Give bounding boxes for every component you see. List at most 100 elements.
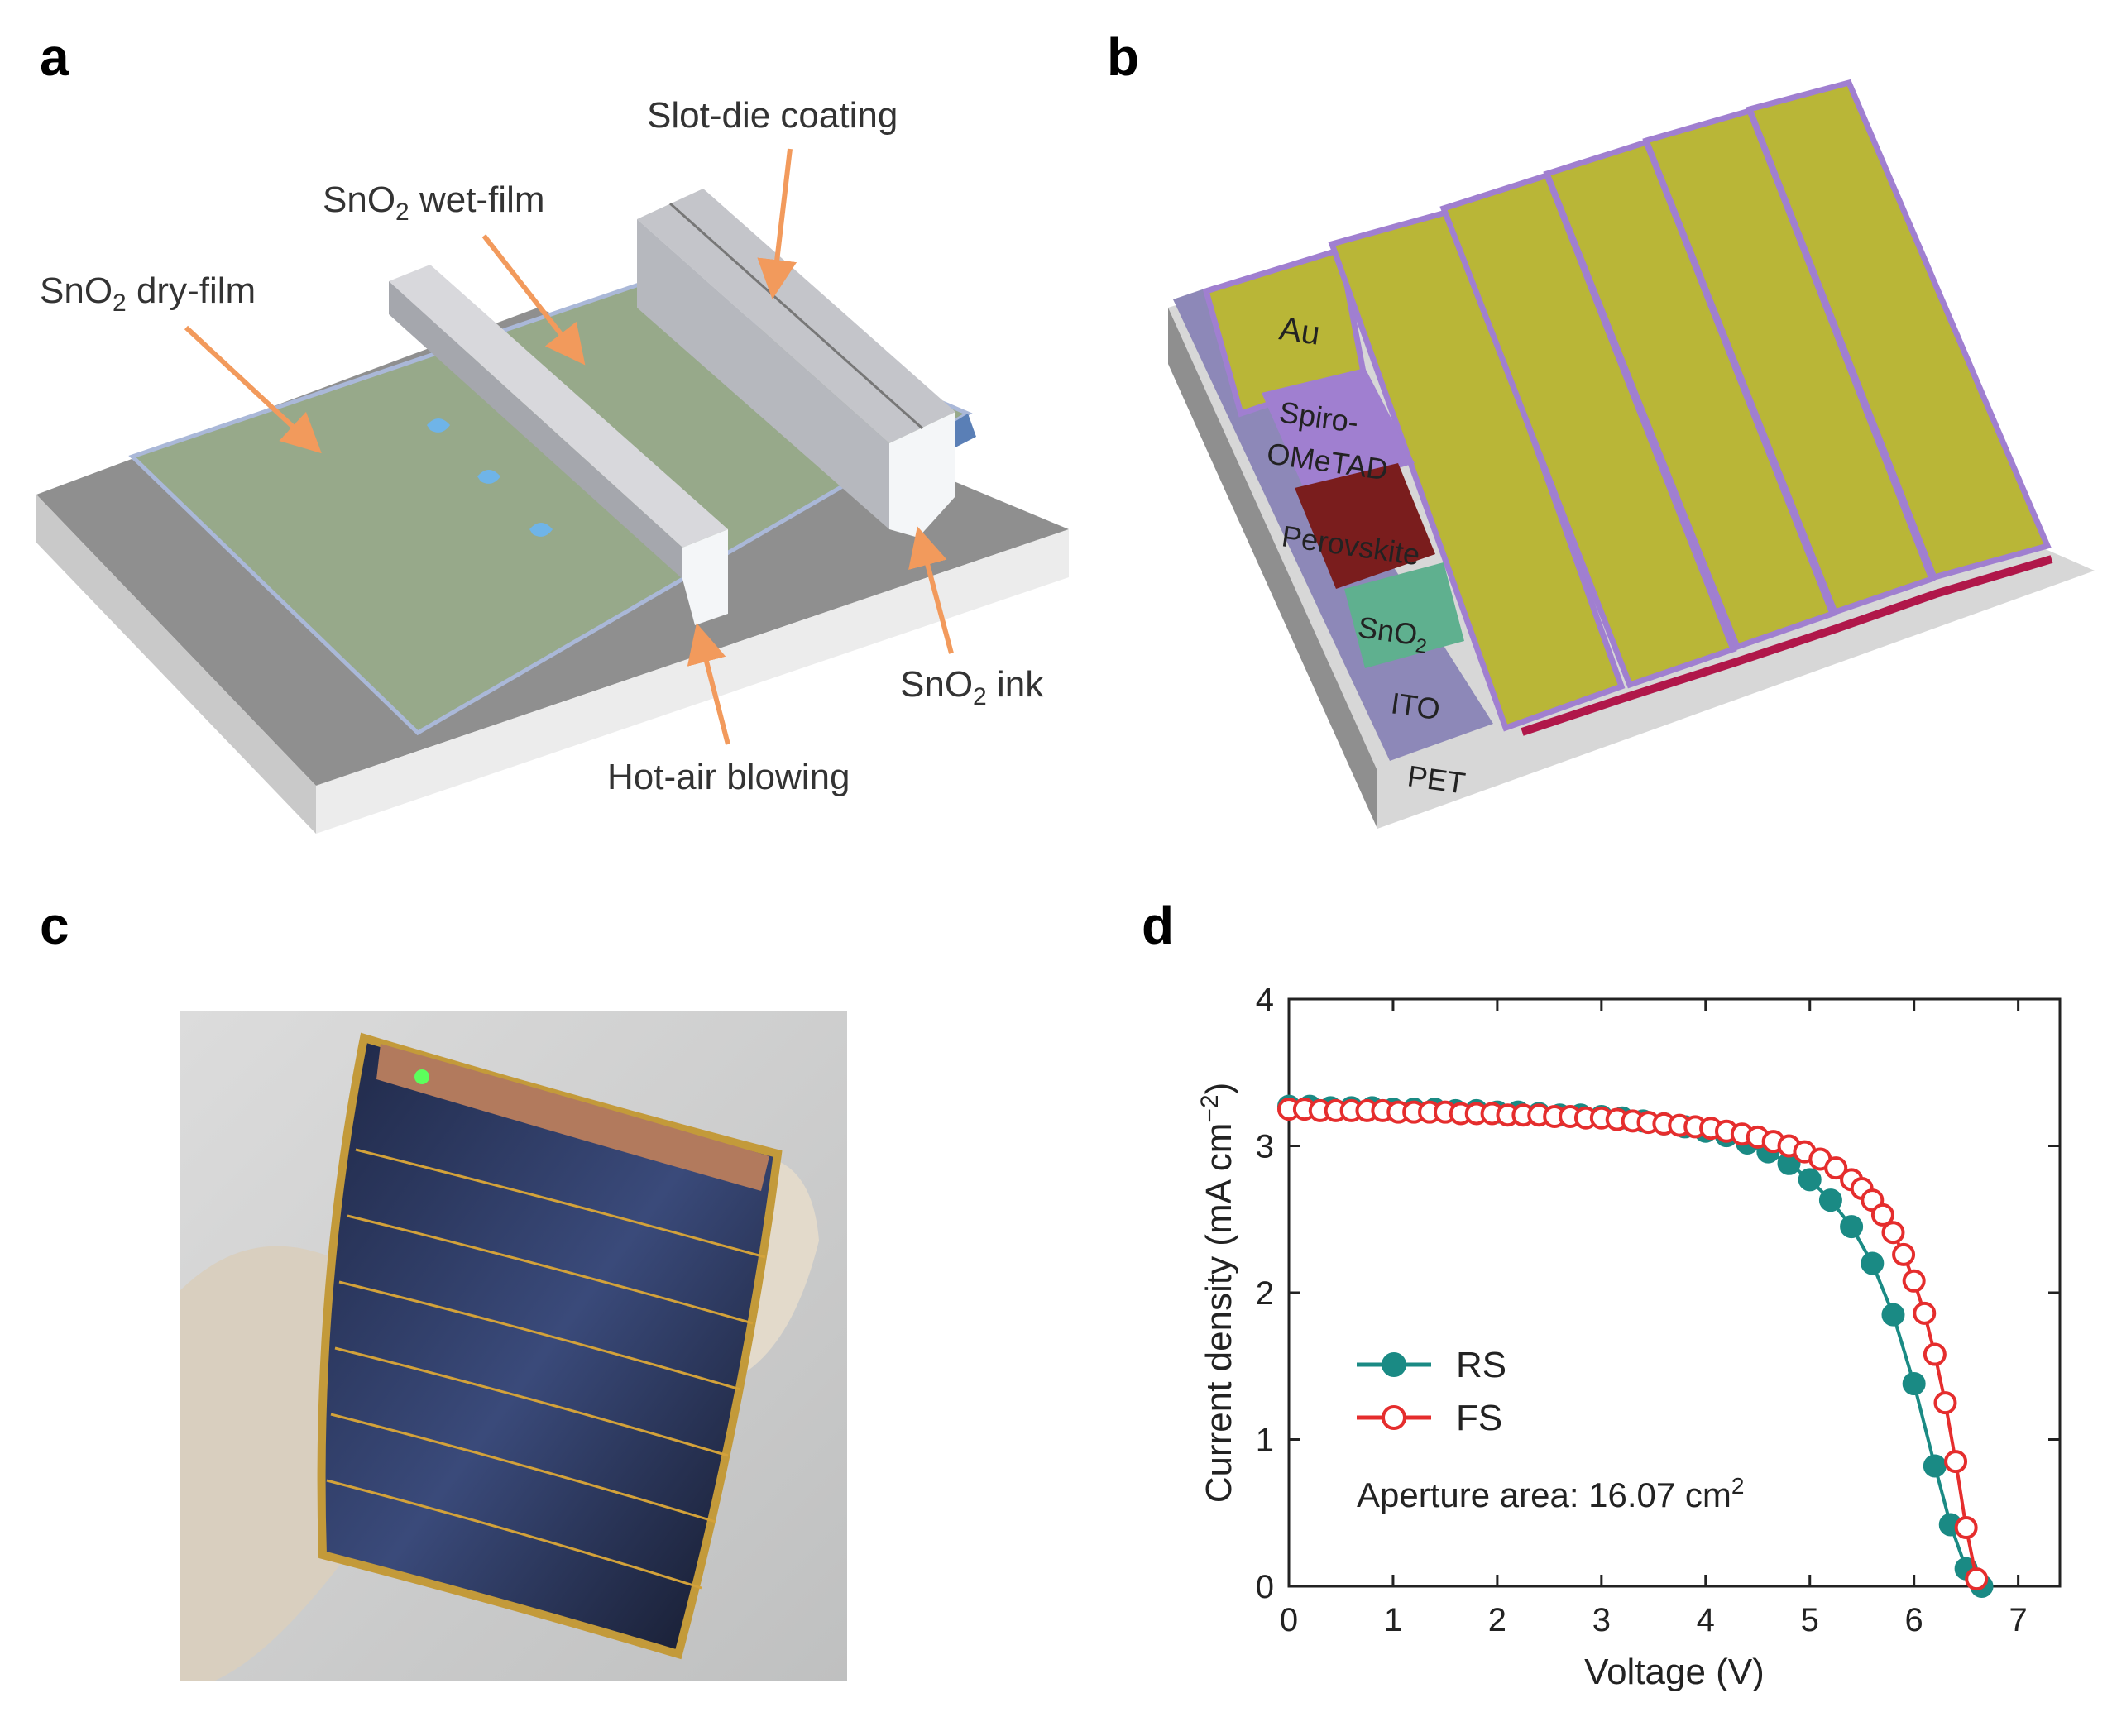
substrate-right [316,529,1069,834]
label-wet-film: SnO2 wet-film [323,179,545,226]
data-point-rs [1360,1096,1384,1120]
data-point-rs [1840,1215,1864,1239]
data-point-fs [1861,1188,1885,1212]
data-point-fs [1573,1106,1597,1130]
data-point-rs [1506,1100,1530,1124]
x-tick-label: 7 [2009,1602,2027,1638]
x-tick-label: 5 [1801,1602,1819,1638]
glove-thumb [728,1155,819,1373]
data-point-rs [1736,1131,1760,1155]
data-point-rs [1714,1124,1738,1148]
data-point-rs [1568,1103,1592,1127]
data-point-fs [1923,1342,1947,1366]
data-point-fs [1652,1112,1676,1136]
data-point-fs [1355,1098,1379,1122]
data-point-fs [1902,1269,1926,1293]
arrow-hot-air [687,623,730,745]
cell-divider-lines [326,1148,766,1590]
data-point-rs [1319,1096,1343,1120]
data-point-fs [1746,1125,1770,1149]
data-point-fs [1324,1098,1348,1122]
data-point-fs [1808,1147,1832,1171]
au-strip [1439,171,1737,689]
data-point-rs [1673,1115,1697,1139]
data-point-rs [1631,1109,1655,1133]
data-point-fs [1559,1105,1583,1128]
flexible-module [317,1032,783,1660]
data-point-rs [1756,1140,1780,1164]
x-tick-label: 6 [1905,1602,1923,1638]
data-point-fs [1850,1176,1874,1200]
data-point-fs [1386,1100,1410,1124]
au-strip [1543,138,1837,651]
series-line-rs [1289,1104,1984,1588]
legend-label: FS [1456,1398,1502,1438]
data-point-rs [1589,1105,1613,1128]
data-point-fs [1292,1098,1316,1121]
data-point-rs [1902,1372,1926,1396]
perovskite-edge [1521,555,2053,736]
data-point-rs [1339,1096,1363,1120]
au-strip [1202,246,1367,418]
panel-letter-c: c [40,896,69,955]
panel-letter-d: d [1142,896,1175,955]
spiro-layer [1262,368,1415,496]
data-point-rs [1381,1098,1405,1121]
label-sno2: SnO2 [1355,610,1430,658]
pet-layer [1168,308,1377,829]
data-point-fs [1913,1301,1937,1325]
led-indicator [414,1069,429,1084]
x-axis-label: Voltage (V) [1584,1652,1765,1692]
panel-a-slot-die-diagram: Slot-die coating SnO2 wet-film SnO2 dry-… [36,95,1069,834]
data-point-fs [1480,1102,1504,1126]
data-point-rs [1444,1098,1468,1122]
x-tick-label: 1 [1384,1602,1402,1638]
panel-letter-b: b [1107,27,1140,87]
hot-air-bar-top [389,265,728,548]
data-point-fs [1464,1102,1488,1126]
data-point-rs [1485,1100,1509,1124]
data-point-rs [1464,1098,1488,1122]
data-point-fs [1824,1156,1848,1180]
data-point-rs [1527,1102,1551,1126]
data-point-fs [1699,1117,1723,1141]
au-strip [1642,107,1936,616]
data-point-rs [1652,1112,1676,1136]
data-point-fs [1933,1391,1957,1415]
sno2-layer [1344,562,1464,668]
arrow-dry-film [184,325,322,454]
series-fs [1277,1098,1989,1591]
label-spiro-line1: Spiro- [1277,395,1361,439]
air-swirl-icon [477,470,500,484]
data-point-fs [1589,1106,1613,1130]
data-point-fs [1511,1103,1535,1127]
data-point-fs [1777,1134,1801,1158]
series-rs [1277,1094,1994,1598]
data-point-fs [1605,1107,1629,1131]
data-point-fs [1881,1221,1905,1245]
label-pet: PET [1406,758,1468,800]
label-au: Au [1277,310,1323,352]
data-point-fs [1402,1100,1426,1124]
y-tick-label: 3 [1256,1129,1274,1165]
data-point-rs [1777,1151,1801,1175]
air-swirl-icon [427,418,450,433]
air-swirl-icon [529,523,553,537]
legend-label: RS [1456,1345,1506,1385]
label-sno2-ink: SnO2 ink [900,664,1044,710]
hot-air-bar-front [682,529,728,625]
y-tick-label: 0 [1256,1569,1274,1605]
substrate-front [36,495,316,834]
photo-background [180,1011,847,1681]
data-point-fs [1543,1105,1567,1128]
data-point-rs [1861,1251,1885,1275]
copper-tape [376,1044,769,1191]
label-hot-air-blowing: Hot-air blowing [607,757,850,797]
data-point-rs [1611,1106,1635,1130]
data-point-rs [1298,1094,1322,1118]
y-tick-label: 2 [1256,1275,1274,1312]
data-point-fs [1527,1103,1551,1127]
data-point-fs [1870,1203,1894,1227]
x-tick-label: 0 [1280,1602,1298,1638]
data-point-fs [1954,1516,1978,1539]
